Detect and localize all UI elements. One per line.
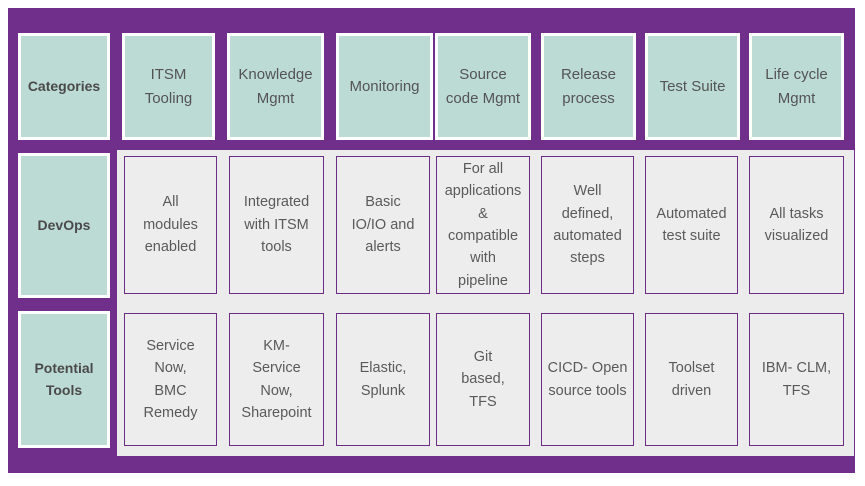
- table-cell-devops-source-code-mgmt[interactable]: For all applications & compatible with p…: [436, 156, 530, 294]
- column-header-source-code-mgmt[interactable]: Source code Mgmt: [435, 33, 531, 140]
- column-header-label: ITSM Tooling: [144, 66, 193, 107]
- cell-label: For all applications & compatible with p…: [444, 160, 522, 289]
- column-header-label: Source code Mgmt: [445, 66, 521, 107]
- table-cell-tools-itsm-tooling[interactable]: Service Now, BMC Remedy: [124, 313, 217, 446]
- row-header-label: DevOps: [37, 216, 91, 233]
- table-cell-tools-source-code-mgmt[interactable]: Git based, TFS: [436, 313, 530, 446]
- row-header-label: Potential Tools: [34, 359, 94, 398]
- table-cell-tools-monitoring[interactable]: Elastic, Splunk: [336, 313, 430, 446]
- table-cell-devops-test-suite[interactable]: Automated test suite: [645, 156, 738, 294]
- cell-label: KM- Service Now, Sharepoint: [241, 337, 312, 421]
- column-header-label: Knowledge Mgmt: [238, 66, 313, 107]
- table-cell-devops-itsm-tooling[interactable]: All modules enabled: [124, 156, 217, 294]
- table-cell-devops-life-cycle-mgmt[interactable]: All tasks visualized: [749, 156, 844, 294]
- cell-label: Basic IO/IO and alerts: [351, 194, 415, 256]
- cell-label: All modules enabled: [143, 194, 198, 256]
- column-header-release-process[interactable]: Release process: [541, 33, 636, 140]
- table-cell-tools-test-suite[interactable]: Toolset driven: [645, 313, 738, 446]
- cell-label: Integrated with ITSM tools: [243, 194, 310, 256]
- column-header-test-suite[interactable]: Test Suite: [645, 33, 740, 140]
- column-header-label: Test Suite: [659, 77, 726, 95]
- table-cell-devops-knowledge-mgmt[interactable]: Integrated with ITSM tools: [229, 156, 324, 294]
- cell-label: Git based, TFS: [461, 348, 505, 410]
- cell-label: Service Now, BMC Remedy: [143, 337, 198, 421]
- row-header-potential-tools[interactable]: Potential Tools: [18, 311, 110, 448]
- column-header-monitoring[interactable]: Monitoring: [336, 33, 433, 140]
- column-header-label: Release process: [560, 66, 617, 107]
- column-header-knowledge-mgmt[interactable]: Knowledge Mgmt: [227, 33, 324, 140]
- devops-capability-matrix: Categories ITSM Tooling Knowledge Mgmt M…: [8, 8, 855, 473]
- cell-label: IBM- CLM, TFS: [761, 360, 832, 399]
- table-cell-devops-monitoring[interactable]: Basic IO/IO and alerts: [336, 156, 430, 294]
- cell-label: Elastic, Splunk: [359, 360, 407, 399]
- cell-label: Well defined, automated steps: [553, 183, 622, 267]
- column-header-label: Life cycle Mgmt: [765, 66, 828, 107]
- cell-label: Toolset driven: [668, 360, 715, 399]
- column-header-itsm-tooling[interactable]: ITSM Tooling: [122, 33, 215, 140]
- cell-label: All tasks visualized: [764, 205, 829, 244]
- table-cell-tools-knowledge-mgmt[interactable]: KM- Service Now, Sharepoint: [229, 313, 324, 446]
- cell-label: CICD- Open source tools: [547, 360, 628, 399]
- table-cell-tools-life-cycle-mgmt[interactable]: IBM- CLM, TFS: [749, 313, 844, 446]
- matrix-corner-categories[interactable]: Categories: [18, 33, 110, 140]
- row-header-devops[interactable]: DevOps: [18, 153, 110, 298]
- table-cell-tools-release-process[interactable]: CICD- Open source tools: [541, 313, 634, 446]
- table-cell-devops-release-process[interactable]: Well defined, automated steps: [541, 156, 634, 294]
- corner-label: Categories: [27, 77, 101, 94]
- column-header-label: Monitoring: [349, 77, 420, 95]
- cell-label: Automated test suite: [656, 205, 727, 244]
- column-header-life-cycle-mgmt[interactable]: Life cycle Mgmt: [749, 33, 844, 140]
